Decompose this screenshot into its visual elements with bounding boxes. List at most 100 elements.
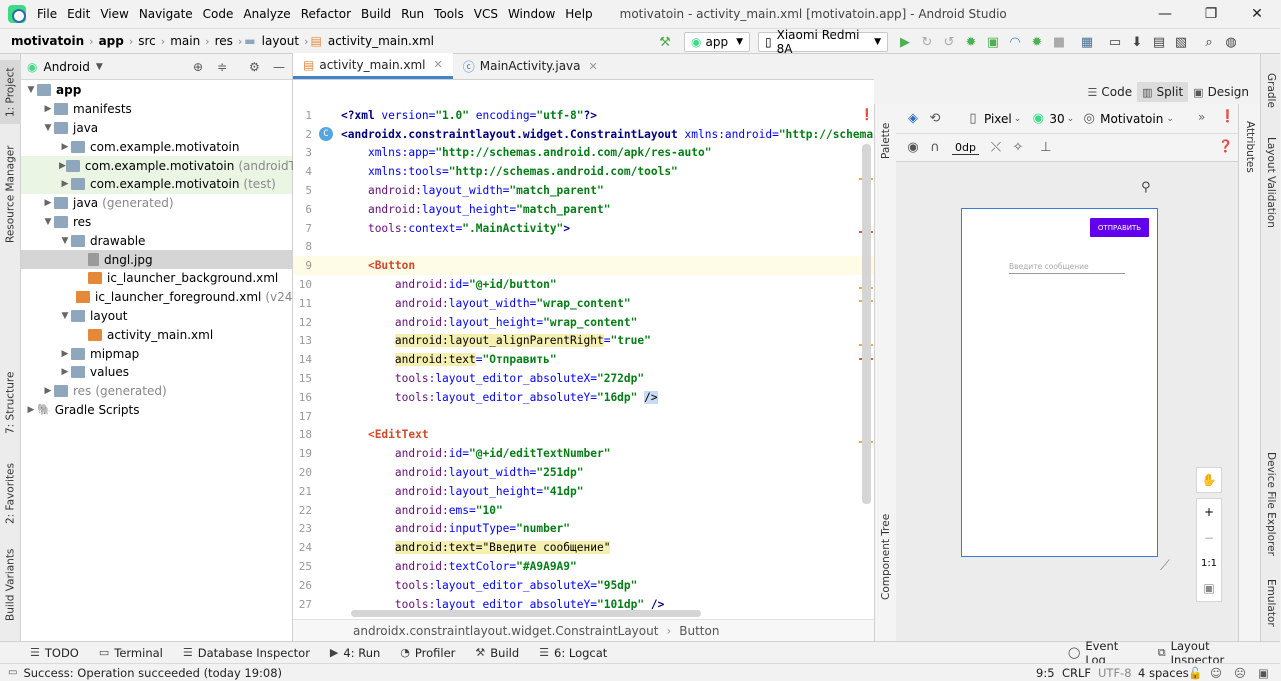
tree-item[interactable]: ▶com.example.motivatoin(test) xyxy=(21,174,292,194)
cursor-position[interactable]: 9:5 xyxy=(1036,665,1055,680)
breadcrumb-item[interactable]: activity_main.xml xyxy=(327,34,434,48)
code-line[interactable]: 27 tools:layout_editor_absoluteY="101dp"… xyxy=(293,595,874,614)
menu-item-window[interactable]: Window xyxy=(507,7,556,21)
tree-item[interactable]: ic_launcher_foreground.xml(v24) xyxy=(21,288,297,307)
tree-item[interactable]: ▶res(generated) xyxy=(21,382,292,401)
code-line[interactable]: 20 android:layout_width="251dp" xyxy=(293,463,874,482)
eye-icon[interactable]: ◉ xyxy=(907,140,919,155)
chevron-right-icon[interactable]: ▶ xyxy=(44,386,52,397)
tree-item[interactable]: ▶manifests xyxy=(21,100,292,119)
maximize-button[interactable]: ❐ xyxy=(1204,6,1218,22)
error-icon[interactable]: ❗ xyxy=(1220,109,1235,123)
breadcrumb-item[interactable]: motivatoin xyxy=(11,34,85,48)
menu-item-navigate[interactable]: Navigate xyxy=(138,7,193,21)
tab-device-file-explorer[interactable]: Device File Explorer xyxy=(1265,452,1277,556)
structure-icon[interactable]: ▤ xyxy=(1152,34,1166,50)
chevron-down-icon[interactable]: ▼ xyxy=(61,235,69,246)
code-line[interactable]: 18 <EditText xyxy=(293,426,874,445)
code-line[interactable]: 14 android:text="Отправить" xyxy=(293,350,874,369)
tab-palette[interactable]: Palette xyxy=(880,122,892,160)
indent-setting[interactable]: 4 spaces xyxy=(1138,665,1189,680)
collapse-icon[interactable]: ≑ xyxy=(217,59,228,74)
api-select[interactable]: 30 xyxy=(1049,111,1065,126)
chevron-down-icon[interactable]: ▼ xyxy=(44,122,52,133)
attach-debugger-icon[interactable]: ✹ xyxy=(1031,34,1043,50)
mode-split-button[interactable]: ▥Split xyxy=(1137,82,1189,102)
tree-item[interactable]: ▼drawable xyxy=(21,231,292,250)
notifications-icon[interactable]: ▣ xyxy=(1258,665,1269,680)
line-separator[interactable]: CRLF xyxy=(1062,665,1092,680)
tab-project[interactable]: 1: Project xyxy=(0,60,21,124)
tree-item[interactable]: ▶com.example.motivatoin xyxy=(21,137,292,156)
tool-terminal[interactable]: ▭Terminal xyxy=(99,646,163,660)
memory-icon[interactable]: ☹ xyxy=(1234,665,1246,680)
code-line[interactable]: 7 tools:context=".MainActivity"> xyxy=(293,219,874,238)
stop-icon[interactable]: ■ xyxy=(1052,34,1066,50)
menu-item-analyze[interactable]: Analyze xyxy=(243,7,291,21)
code-line[interactable]: 10 android:id="@+id/button" xyxy=(293,275,874,294)
breadcrumb-item[interactable]: app xyxy=(98,34,124,48)
horizontal-scrollbar[interactable] xyxy=(351,610,701,617)
file-encoding[interactable]: UTF-8 xyxy=(1098,665,1132,680)
vertical-scrollbar[interactable] xyxy=(862,144,871,504)
device-select[interactable]: Pixel xyxy=(984,111,1012,126)
close-button[interactable]: ✕ xyxy=(1251,6,1263,22)
tab-activity-main-xml[interactable]: ▤activity_main.xml✕ xyxy=(293,53,453,79)
code-area[interactable]: 1<?xml version="1.0" encoding="utf-8"?> 2… xyxy=(293,106,880,614)
profile-icon[interactable]: ◠ xyxy=(1009,34,1021,50)
breadcrumb-item[interactable]: Button xyxy=(679,623,720,638)
tree-item[interactable]: activity_main.xml xyxy=(21,325,292,344)
tab-build-variants[interactable]: Build Variants xyxy=(4,548,17,622)
run-icon[interactable]: ▶ xyxy=(900,34,910,50)
tool-build[interactable]: ⚒Build xyxy=(475,646,519,660)
tab-layout-validation[interactable]: Layout Validation xyxy=(1265,136,1277,228)
menu-item-build[interactable]: Build xyxy=(361,7,392,21)
menu-item-help[interactable]: Help xyxy=(565,7,593,21)
tab-favorites[interactable]: 2: Favorites xyxy=(4,463,17,525)
preview-edit-text[interactable]: Введите сообщение xyxy=(1009,258,1125,274)
apply-code-icon[interactable]: ↺ xyxy=(943,34,955,50)
chevron-right-icon[interactable]: ▶ xyxy=(61,179,69,190)
run-config-select[interactable]: ◉ app ▼ xyxy=(684,32,750,52)
resize-handle-icon[interactable]: ⟋ xyxy=(1160,558,1170,574)
sdk-manager-icon[interactable]: ⬇ xyxy=(1131,34,1143,50)
tab-attributes[interactable]: Attributes xyxy=(1244,121,1256,173)
layout-icon[interactable]: ▧ xyxy=(1174,34,1188,50)
fit-screen-icon[interactable]: ▣ xyxy=(1203,580,1215,595)
code-line[interactable]: 12 android:layout_height="wrap_content" xyxy=(293,313,874,332)
error-icon[interactable]: ❗ xyxy=(860,108,874,121)
chevron-down-icon[interactable]: ⌄ xyxy=(1166,113,1174,124)
zoom-in-icon[interactable]: + xyxy=(1203,505,1215,520)
chevron-down-icon[interactable]: ⌄ xyxy=(1013,113,1022,124)
close-icon[interactable]: ✕ xyxy=(433,58,443,71)
code-line[interactable]: 23 android:inputType="number" xyxy=(293,520,874,539)
hammer-icon[interactable]: ⚒ xyxy=(659,34,671,50)
menu-item-refactor[interactable]: Refactor xyxy=(300,7,352,21)
status-message[interactable]: Success: Operation succeeded (today 19:0… xyxy=(23,665,283,680)
infer-constraints-icon[interactable]: ✧ xyxy=(1012,140,1024,155)
default-margin-field[interactable]: 0dp xyxy=(952,141,979,155)
chevron-right-icon[interactable]: ▶ xyxy=(61,367,69,378)
chevron-right-icon[interactable]: ▶ xyxy=(61,348,69,359)
tool-profiler[interactable]: ◔Profiler xyxy=(400,646,455,660)
coverage-icon[interactable]: ▣ xyxy=(986,34,1000,50)
theme-select[interactable]: Motivatoin xyxy=(1100,111,1164,126)
orientation-icon[interactable]: ⟲ xyxy=(929,111,941,126)
code-line[interactable]: 26 tools:layout_editor_absoluteX="95dp" xyxy=(293,576,874,595)
help-icon[interactable]: ❓ xyxy=(1218,139,1233,153)
tree-item[interactable]: ▶🐘Gradle Scripts xyxy=(21,401,292,420)
preview-send-button[interactable]: ОТПРАВИТЬ xyxy=(1090,218,1149,237)
code-line[interactable]: 4 xmlns:tools="http://schemas.android.co… xyxy=(293,162,874,181)
search-icon[interactable]: ⌕ xyxy=(1205,34,1213,50)
tree-item[interactable]: ▶java(generated) xyxy=(21,194,292,213)
tree-item[interactable]: ▼layout xyxy=(21,307,292,326)
code-line[interactable]: 1<?xml version="1.0" encoding="utf-8"?> xyxy=(293,106,874,125)
magnet-icon[interactable]: ∩ xyxy=(930,140,940,155)
tree-item[interactable]: ic_launcher_background.xml xyxy=(21,269,292,288)
menu-item-tools[interactable]: Tools xyxy=(434,7,464,21)
avd-manager-icon[interactable]: ▭ xyxy=(1108,34,1122,50)
chevron-down-icon[interactable]: ▼ xyxy=(27,85,35,96)
device-select[interactable]: ▯ Xiaomi Redmi 8A ▼ xyxy=(758,28,888,56)
tab-resource-manager[interactable]: Resource Manager xyxy=(4,145,17,243)
